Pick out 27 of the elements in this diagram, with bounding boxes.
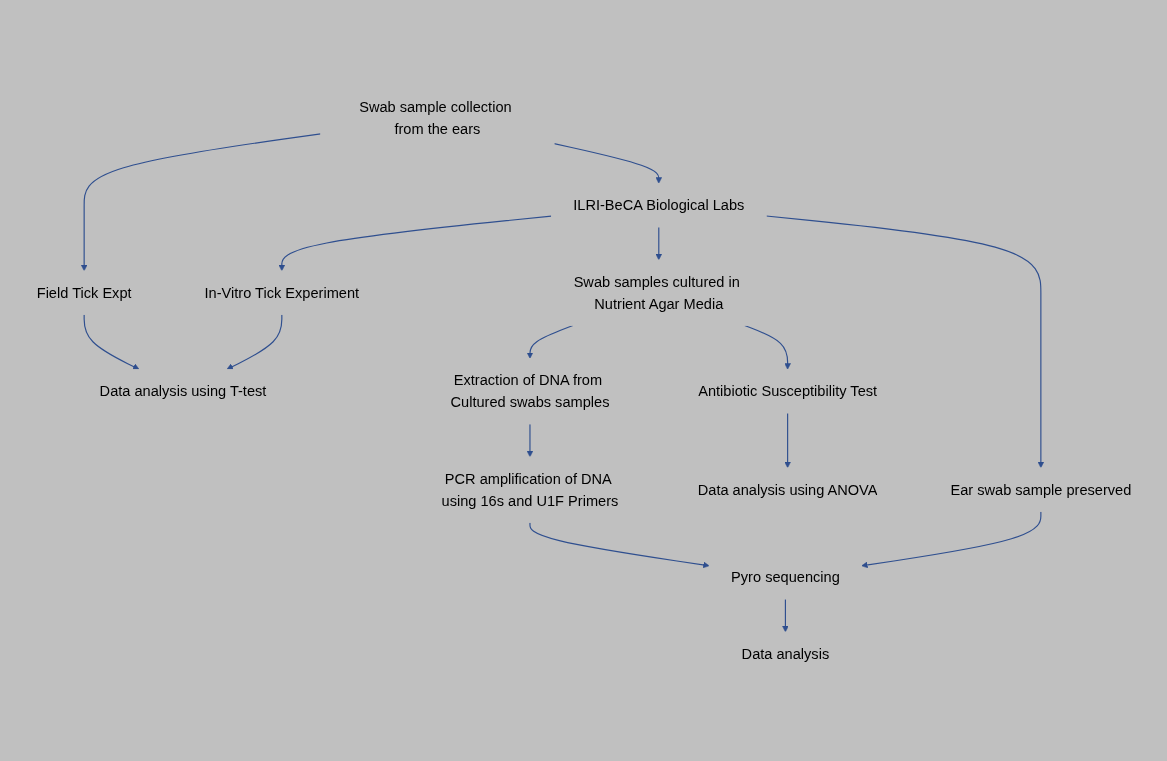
node-text: ILRI-BeCA Biological Labs <box>572 197 744 214</box>
arrow <box>655 226 662 261</box>
node-text: Extraction of DNA from Cultured swabs samples <box>450 372 609 411</box>
node-text: Data analysis <box>741 646 829 663</box>
arrow <box>526 325 573 359</box>
node-text: Pyro sequencing <box>730 569 840 586</box>
arrow <box>783 412 791 469</box>
arrow <box>860 511 1041 569</box>
arrow <box>553 143 662 184</box>
node-text: In-Vitro Tick Experiment <box>204 284 359 301</box>
arrow <box>226 314 282 370</box>
arrow <box>765 215 1044 469</box>
flowchart: Swab sample collection from the ears Field Tick Expt Data analysis using T-test ILRI-BeCA Biological Labs In-Vitro Tick Experiment Ear swab sample preserved Swab samples cultured in Nutrient Agar Media Antibiotic Susceptibility Test Extraction of DNA from Cultured swabs samples Data analysis using ANOVA PCR amplification of DNA using 16s and U1F Primers Pyro sequencing Data analysis <box>8 79 1159 682</box>
arrow <box>528 522 709 569</box>
arrow <box>278 215 552 272</box>
node-text: Data analysis using ANOVA <box>697 481 877 498</box>
node-text: Data analysis using T-test <box>99 383 266 400</box>
arrow <box>80 133 321 272</box>
node-text: Antibiotic Susceptibility Test <box>697 383 877 400</box>
node-text: Ear swab sample preserved <box>949 481 1131 498</box>
node-text: Swab sample collection from the ears <box>358 98 512 137</box>
arrow <box>526 423 533 458</box>
node-text: Swab samples cultured in Nutrient Agar Media <box>573 273 740 312</box>
node-text: Field Tick Expt <box>36 284 132 301</box>
arrow <box>83 314 139 370</box>
arrow <box>781 598 789 633</box>
node-text: PCR amplification of DNA using 16s and U1F Primers <box>441 470 618 509</box>
